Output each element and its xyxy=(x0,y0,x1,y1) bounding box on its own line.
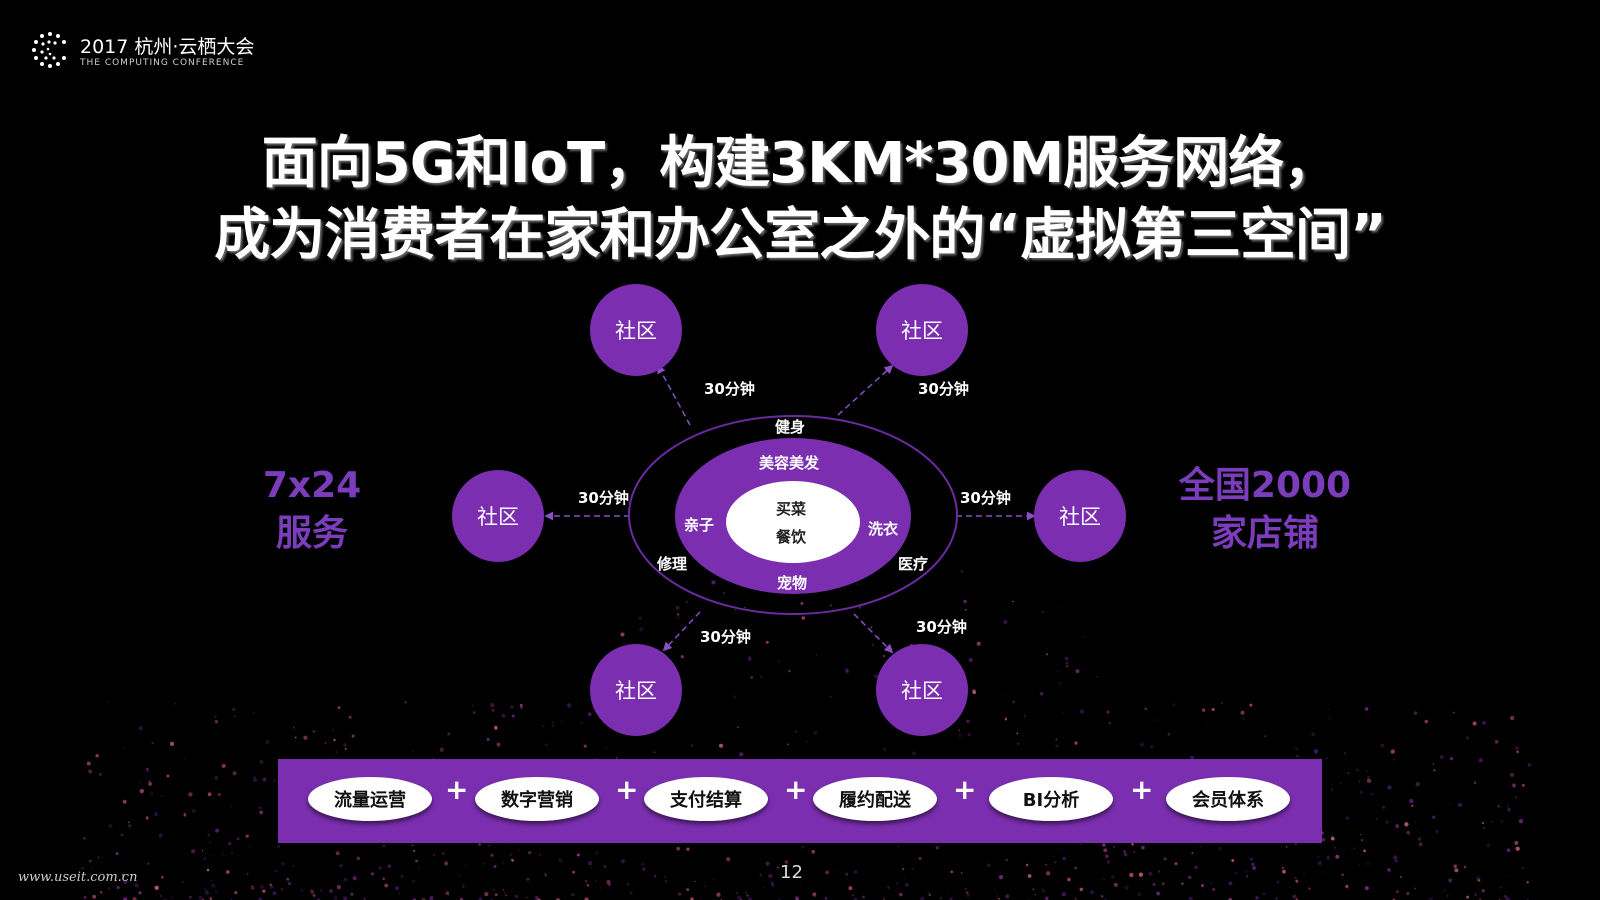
travel-time-top-left: 30分钟 xyxy=(704,380,755,398)
capability-bar: 流量运营 + 数字营销 + 支付结算 + 履约配送 + BI分析 + 会员体系 xyxy=(278,759,1322,843)
logo-icon xyxy=(32,32,66,68)
headline-line-2: 成为消费者在家和办公室之外的“虚拟第三空间” xyxy=(214,203,1387,268)
service-hours-line-2: 服务 xyxy=(275,513,348,554)
service-hours-label: 7x24 服务 xyxy=(212,462,412,558)
community-node-right: 社区 xyxy=(1034,470,1126,562)
travel-time-left: 30分钟 xyxy=(578,489,629,507)
connector-top-left xyxy=(657,364,691,426)
plus-icon: + xyxy=(615,773,639,806)
service-fitness: 健身 xyxy=(775,418,806,436)
service-laundry: 洗衣 xyxy=(868,520,899,538)
conference-logo: 2017 杭州·云栖大会 THE COMPUTING CONFERENCE xyxy=(30,30,270,76)
community-node-bottom-left: 社区 xyxy=(590,644,682,736)
store-count-label: 全国2000 家店铺 xyxy=(1165,462,1365,558)
travel-time-top-right: 30分钟 xyxy=(918,380,969,398)
travel-time-bottom-right: 30分钟 xyxy=(916,618,967,636)
capability-bi-analytics: BI分析 xyxy=(989,777,1113,821)
service-beauty: 美容美发 xyxy=(759,454,820,472)
community-node-top-right: 社区 xyxy=(876,284,968,376)
capability-digital-marketing: 数字营销 xyxy=(475,777,599,821)
footer-watermark-url: www.useit.com.cn xyxy=(18,870,138,885)
service-hours-line-1: 7x24 xyxy=(262,465,362,506)
community-node-bottom-right: 社区 xyxy=(876,644,968,736)
logo-subtitle: THE COMPUTING CONFERENCE xyxy=(80,58,245,68)
core-service-grocery: 买菜 xyxy=(776,500,807,518)
headline-line-1: 面向5G和IoT，构建3KM*30M服务网络， xyxy=(261,131,1339,196)
store-count-line-1: 全国2000 xyxy=(1178,465,1352,506)
service-repair: 修理 xyxy=(657,555,688,573)
core-service-dining: 餐饮 xyxy=(776,528,807,546)
plus-icon: + xyxy=(1130,773,1154,806)
logo-title: 2017 杭州·云栖大会 xyxy=(80,36,255,58)
community-node-left: 社区 xyxy=(452,470,544,562)
service-medical: 医疗 xyxy=(898,555,929,573)
connector-bottom-left xyxy=(662,611,701,652)
travel-time-right: 30分钟 xyxy=(960,489,1011,507)
outer-service-ring xyxy=(628,415,958,615)
plus-icon: + xyxy=(445,773,469,806)
page-number: 12 xyxy=(780,862,803,883)
capability-traffic-operations: 流量运营 xyxy=(308,777,432,821)
plus-icon: + xyxy=(784,773,808,806)
capability-membership-system: 会员体系 xyxy=(1166,777,1290,821)
connector-top-right xyxy=(837,364,894,416)
store-count-line-2: 家店铺 xyxy=(1210,513,1319,554)
travel-time-bottom-left: 30分钟 xyxy=(700,628,751,646)
community-node-top-left: 社区 xyxy=(590,284,682,376)
capability-payment-settlement: 支付结算 xyxy=(644,777,768,821)
plus-icon: + xyxy=(953,773,977,806)
service-parenting: 亲子 xyxy=(684,516,715,534)
core-service-disc xyxy=(726,481,860,563)
service-pet: 宠物 xyxy=(777,574,808,592)
connector-bottom-right xyxy=(853,613,894,654)
capability-fulfillment-delivery: 履约配送 xyxy=(813,777,937,821)
